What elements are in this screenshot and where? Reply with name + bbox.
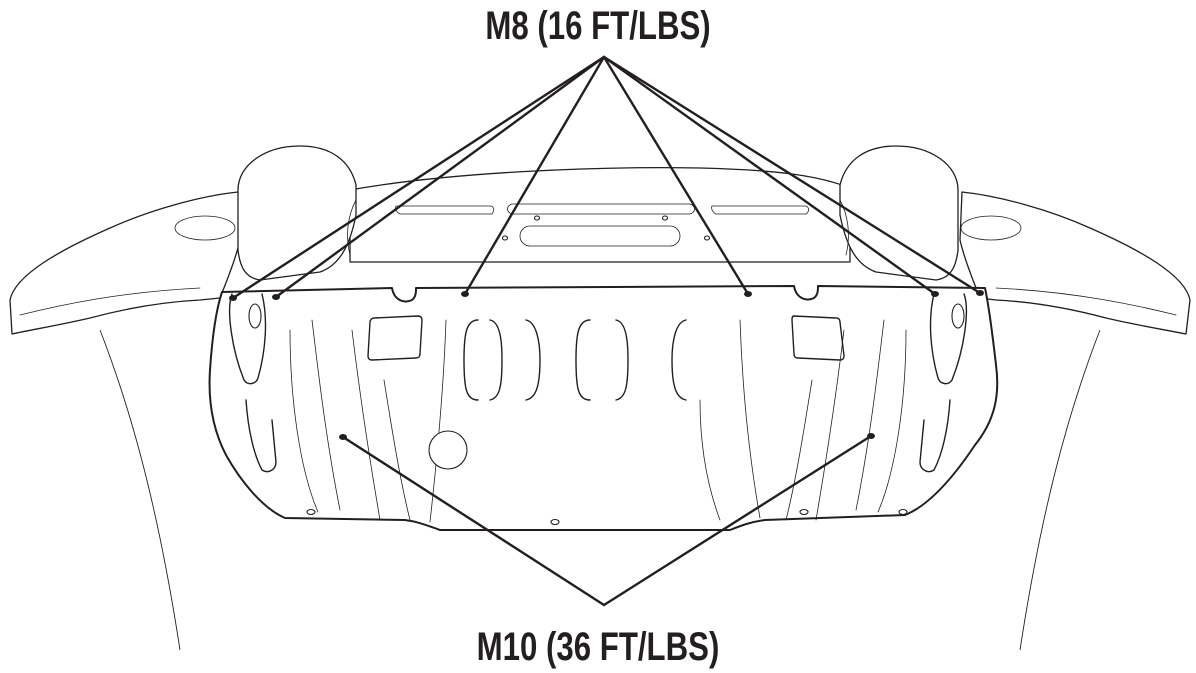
bumper-body [9, 166, 1191, 335]
m8-torque-label: M8 (16 FT/LBS) [485, 4, 711, 48]
m10-torque-label: M10 (36 FT/LBS) [476, 625, 720, 669]
upper-brackets [237, 145, 959, 281]
skid-plate [208, 285, 999, 531]
leader-lines-m8 [231, 55, 982, 300]
leader-lines-m10 [341, 434, 873, 607]
frame-rails [99, 329, 1101, 651]
